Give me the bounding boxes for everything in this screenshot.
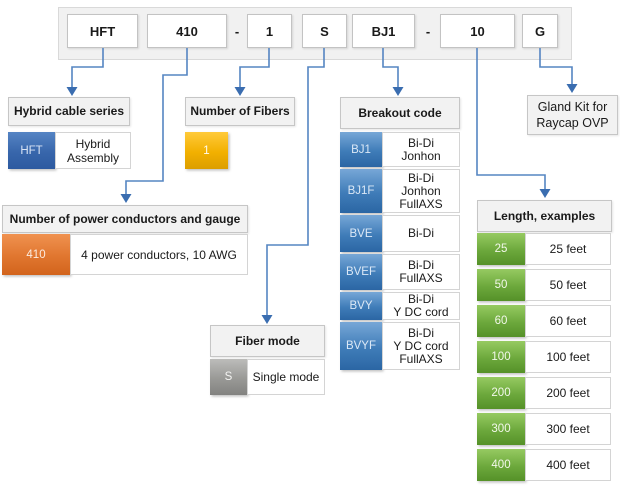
segment-1: 1 bbox=[247, 14, 292, 48]
length-code-chip: 50 bbox=[477, 269, 525, 301]
breakout-desc-cell: Bi-Di Y DC cord bbox=[382, 292, 460, 320]
breakout-code-chip: BJ1 bbox=[340, 132, 382, 167]
breakout-desc-cell: Bi-Di Jonhon bbox=[382, 132, 460, 167]
length-desc-cell: 300 feet bbox=[525, 413, 611, 445]
breakout-desc-cell: Bi-Di Jonhon FullAXS bbox=[382, 169, 460, 213]
fiber-mode-code-chip: S bbox=[210, 359, 247, 395]
breakout-code-chip: BJ1F bbox=[340, 169, 382, 213]
power-section-title: Number of power conductors and gauge bbox=[2, 205, 248, 233]
length-code-chip: 400 bbox=[477, 449, 525, 481]
series-desc-cell: Hybrid Assembly bbox=[55, 132, 131, 169]
series-code-chip: HFT bbox=[8, 132, 55, 169]
fiber-mode-section-title: Fiber mode bbox=[210, 325, 325, 357]
segment-410: 410 bbox=[147, 14, 227, 48]
segment-10-label: 10 bbox=[470, 23, 485, 39]
segment-410-label: 410 bbox=[176, 23, 198, 39]
breakout-section-title: Breakout code bbox=[340, 97, 460, 129]
arrowhead bbox=[120, 194, 132, 203]
segment-hft-label: HFT bbox=[89, 23, 116, 39]
length-code-chip: 60 bbox=[477, 305, 525, 337]
power-desc-cell: 4 power conductors, 10 AWG bbox=[70, 234, 248, 275]
arrowhead bbox=[392, 87, 404, 96]
breakout-code-chip: BVEF bbox=[340, 254, 382, 290]
segment-separator: - bbox=[425, 23, 431, 39]
length-desc-cell: 200 feet bbox=[525, 377, 611, 409]
connector-410-to-power bbox=[125, 48, 188, 195]
arrowhead bbox=[539, 189, 551, 198]
segment-separator: - bbox=[234, 23, 240, 39]
length-desc-cell: 100 feet bbox=[525, 341, 611, 373]
fibers-code-chip: 1 bbox=[185, 132, 228, 169]
power-code-chip: 410 bbox=[2, 234, 70, 275]
segment-bj1: BJ1 bbox=[352, 14, 415, 48]
length-desc-cell: 400 feet bbox=[525, 449, 611, 481]
arrowhead bbox=[66, 87, 78, 96]
breakout-code-chip: BVE bbox=[340, 215, 382, 252]
series-section-title: Hybrid cable series bbox=[8, 97, 130, 126]
connector-s-to-fiber-mode bbox=[266, 48, 325, 316]
segment-bj1-label: BJ1 bbox=[371, 23, 396, 39]
length-section-title: Length, examples bbox=[477, 200, 612, 232]
arrowhead bbox=[234, 87, 246, 96]
fiber-mode-desc-cell: Single mode bbox=[247, 359, 325, 395]
breakout-desc-cell: Bi-Di bbox=[382, 215, 460, 252]
length-code-chip: 300 bbox=[477, 413, 525, 445]
segment-g: G bbox=[522, 14, 558, 48]
length-desc-cell: 50 feet bbox=[525, 269, 611, 301]
breakout-desc-cell: Bi-Di FullAXS bbox=[382, 254, 460, 290]
segment-s-label: S bbox=[320, 23, 329, 39]
length-code-chip: 100 bbox=[477, 341, 525, 373]
breakout-code-chip: BVY bbox=[340, 292, 382, 320]
segment-g-label: G bbox=[534, 23, 546, 39]
segment-s: S bbox=[302, 14, 347, 48]
length-code-chip: 200 bbox=[477, 377, 525, 409]
breakout-desc-cell: Bi-Di Y DC cord FullAXS bbox=[382, 322, 460, 370]
length-desc-cell: 60 feet bbox=[525, 305, 611, 337]
length-desc-cell: 25 feet bbox=[525, 233, 611, 265]
length-code-chip: 25 bbox=[477, 233, 525, 265]
arrowhead bbox=[566, 84, 578, 93]
segment-10: 10 bbox=[440, 14, 515, 48]
segment-hft: HFT bbox=[67, 14, 138, 48]
gland-kit-box: Gland Kit for Raycap OVP bbox=[527, 95, 618, 135]
segment-1-label: 1 bbox=[265, 23, 274, 39]
breakout-code-chip: BVYF bbox=[340, 322, 382, 370]
arrowhead bbox=[261, 315, 273, 324]
fibers-section-title: Number of Fibers bbox=[185, 97, 295, 126]
